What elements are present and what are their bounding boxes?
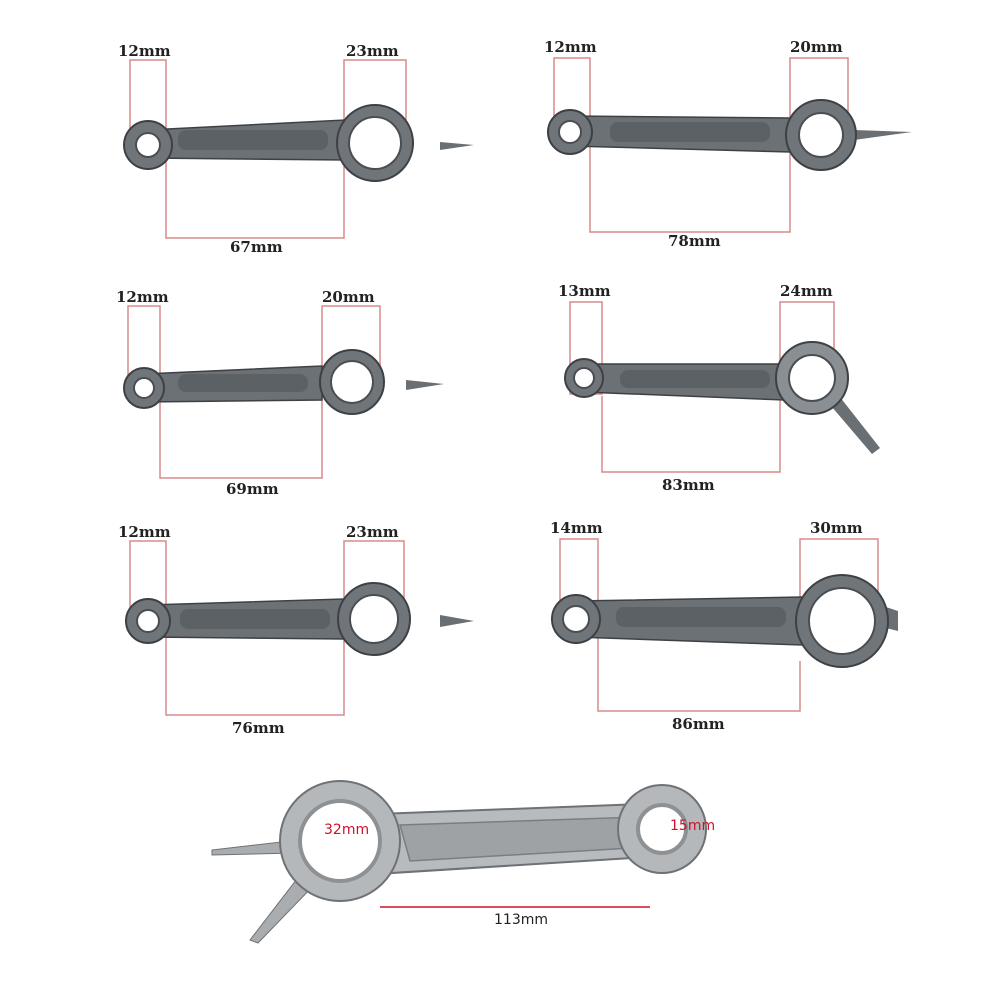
product-photo-2: 12mm 20mm 78mm: [520, 30, 920, 262]
connecting-rod-image-5: [125, 540, 474, 716]
connecting-rod-image-1: [123, 59, 474, 239]
small-end-label: 12mm: [118, 42, 171, 60]
big-end-label: 30mm: [810, 519, 863, 537]
center-distance-label: 69mm: [226, 480, 279, 498]
product-photo-6: 14mm 30mm 86mm: [520, 515, 920, 740]
small-end-label: 15mm: [670, 818, 716, 834]
connecting-rod-image-7: [211, 780, 707, 944]
big-end-label: 20mm: [790, 38, 843, 56]
center-distance-label: 76mm: [232, 719, 285, 737]
big-end-label: 23mm: [346, 42, 399, 60]
product-photo-7: 32mm 15mm 113mm: [200, 775, 740, 950]
big-end-label: 20mm: [322, 288, 375, 306]
connecting-rod-image-6: [551, 538, 898, 712]
small-end-label: 12mm: [118, 523, 171, 541]
connecting-rod-image-4: [564, 301, 880, 473]
connecting-rod-image-3: [123, 305, 444, 479]
big-end-label: 23mm: [346, 523, 399, 541]
center-distance-label: 78mm: [668, 232, 721, 250]
big-end-label: 32mm: [324, 822, 370, 838]
center-distance-label: 113mm: [494, 912, 548, 928]
product-photo-4: 13mm 24mm 83mm: [520, 278, 920, 503]
center-distance-label: 67mm: [230, 238, 283, 256]
center-distance-label: 83mm: [662, 476, 715, 494]
center-distance-label: 86mm: [672, 715, 725, 733]
small-end-label: 14mm: [550, 519, 603, 537]
small-end-label: 13mm: [558, 282, 611, 300]
small-end-label: 12mm: [116, 288, 169, 306]
small-end-label: 12mm: [544, 38, 597, 56]
connecting-rod-image-2: [547, 57, 912, 233]
product-photo-1: 12mm 23mm 67mm: [100, 30, 500, 262]
product-photo-5: 12mm 23mm 76mm: [100, 515, 500, 740]
big-end-label: 24mm: [780, 282, 833, 300]
product-photo-3: 12mm 20mm 69mm: [100, 278, 500, 503]
